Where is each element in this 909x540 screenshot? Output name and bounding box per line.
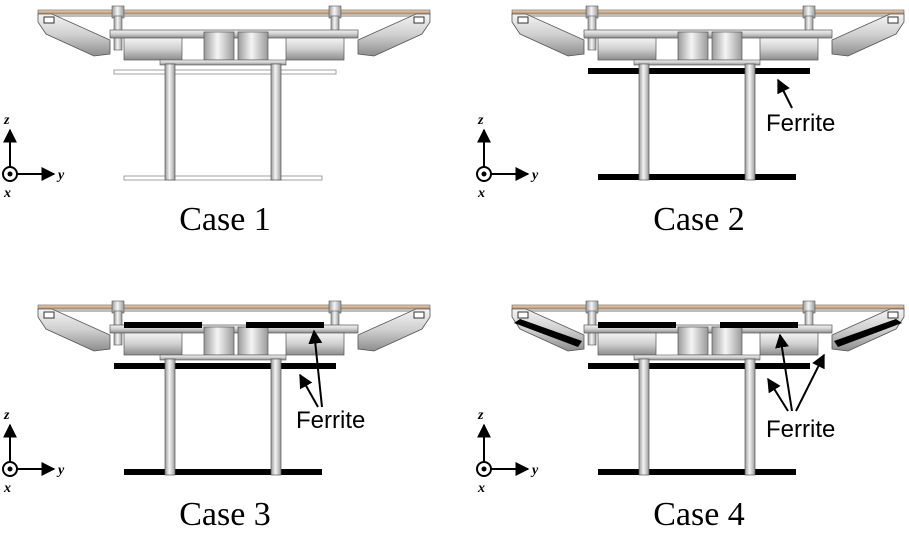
y-axis-label: y bbox=[56, 463, 65, 478]
right-wing-arm bbox=[357, 308, 431, 352]
x-axis-label: x bbox=[3, 186, 11, 201]
case-title: Case 4 bbox=[653, 496, 745, 533]
hub-center-left bbox=[203, 326, 235, 356]
left-wing-arm bbox=[37, 308, 111, 352]
hub-center-right bbox=[237, 326, 269, 356]
hub-block-left bbox=[597, 332, 657, 356]
right-leg bbox=[270, 358, 282, 476]
top-ferrite-left bbox=[124, 322, 202, 328]
lower-bar bbox=[123, 175, 323, 181]
top-ferrite-right bbox=[246, 322, 324, 328]
top-ferrite-left bbox=[598, 322, 676, 328]
ferrite-label: Ferrite bbox=[766, 416, 835, 443]
y-axis-label: y bbox=[530, 463, 539, 478]
y-axis-label: y bbox=[56, 168, 65, 183]
right-arm-ferrite bbox=[834, 319, 902, 347]
axis-triad: z y x bbox=[2, 113, 65, 201]
left-leg bbox=[638, 358, 650, 476]
lower-ferrite-bar bbox=[598, 174, 796, 180]
lower-plate bbox=[633, 354, 761, 361]
ferrite-arrow-3 bbox=[795, 353, 825, 412]
left-wing-arm bbox=[511, 13, 585, 57]
z-axis-label: z bbox=[477, 408, 484, 423]
right-leg bbox=[270, 63, 282, 181]
hub-block-left bbox=[123, 37, 183, 61]
hub-block-right bbox=[285, 37, 345, 61]
top-plate-edge bbox=[38, 14, 430, 17]
x-axis-label: x bbox=[477, 186, 485, 201]
x-axis-label: x bbox=[477, 481, 485, 496]
lower-ferrite-bar bbox=[124, 469, 322, 475]
z-axis-label: z bbox=[3, 408, 10, 423]
hub-block-right bbox=[759, 37, 819, 61]
hub-center-left bbox=[677, 326, 709, 356]
top-plate-edge bbox=[512, 14, 904, 17]
right-wing-arm bbox=[357, 13, 431, 57]
right-wing-slot bbox=[887, 16, 899, 24]
right-wing-slot bbox=[413, 16, 425, 24]
axis-triad: z y x bbox=[2, 408, 65, 496]
top-ferrite-right bbox=[720, 322, 798, 328]
x-axis-dot bbox=[481, 171, 487, 177]
axis-triad: z y x bbox=[476, 408, 539, 496]
case-title: Case 3 bbox=[179, 496, 271, 533]
ferrite-arrow-2 bbox=[308, 329, 323, 408]
ferrite-arrow-1 bbox=[777, 78, 793, 109]
left-arm-ferrite bbox=[514, 319, 582, 347]
lower-plate bbox=[633, 59, 761, 66]
z-axis-label: z bbox=[477, 113, 484, 128]
x-axis-dot bbox=[481, 466, 487, 472]
left-leg bbox=[164, 358, 176, 476]
case-title: Case 2 bbox=[653, 201, 745, 238]
y-axis-label: y bbox=[530, 168, 539, 183]
x-axis-dot bbox=[7, 171, 13, 177]
axis-triad: z y x bbox=[476, 113, 539, 201]
hub-center-right bbox=[711, 31, 743, 61]
top-plate-edge bbox=[512, 309, 904, 312]
upper-ferrite-bar bbox=[588, 363, 810, 369]
hub-block-left bbox=[597, 37, 657, 61]
upper-ferrite-bar bbox=[114, 363, 336, 369]
ferrite-arrow-1 bbox=[767, 377, 789, 412]
ferrite-label: Ferrite bbox=[766, 110, 835, 137]
left-leg bbox=[164, 63, 176, 181]
right-leg bbox=[744, 358, 756, 476]
left-wing-slot bbox=[43, 311, 55, 319]
upper-bar bbox=[113, 69, 337, 75]
hub-center-right bbox=[711, 326, 743, 356]
ferrite-label: Ferrite bbox=[296, 407, 365, 434]
hub-block-right bbox=[759, 332, 819, 356]
x-axis-dot bbox=[7, 466, 13, 472]
hub-block-left bbox=[123, 332, 183, 356]
lower-plate bbox=[159, 354, 287, 361]
ferrite-arrow-1 bbox=[299, 373, 319, 408]
right-wing-slot bbox=[413, 311, 425, 319]
right-wing-arm bbox=[831, 13, 905, 57]
lower-ferrite-bar bbox=[598, 469, 796, 475]
ferrite-arrow-2 bbox=[775, 333, 793, 412]
left-wing-slot bbox=[43, 16, 55, 24]
right-wing-slot bbox=[887, 311, 899, 319]
hub-center-left bbox=[677, 31, 709, 61]
right-leg bbox=[744, 63, 756, 181]
top-plate-edge bbox=[38, 309, 430, 312]
left-wing-slot bbox=[517, 311, 529, 319]
hub-center-left bbox=[203, 31, 235, 61]
upper-ferrite-bar bbox=[588, 68, 810, 74]
z-axis-label: z bbox=[3, 113, 10, 128]
left-leg bbox=[638, 63, 650, 181]
case-title: Case 1 bbox=[179, 201, 271, 238]
x-axis-label: x bbox=[3, 481, 11, 496]
left-wing-slot bbox=[517, 16, 529, 24]
lower-plate bbox=[159, 59, 287, 66]
left-wing-arm bbox=[37, 13, 111, 57]
hub-center-right bbox=[237, 31, 269, 61]
